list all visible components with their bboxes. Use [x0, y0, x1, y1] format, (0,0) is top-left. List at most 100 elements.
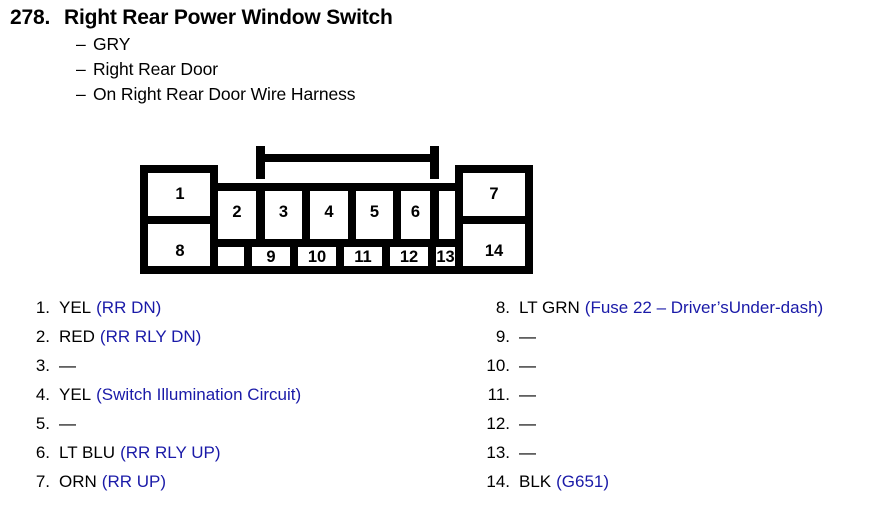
- cell-divider-12-13: [428, 239, 436, 274]
- row-divider-right: [455, 216, 533, 224]
- cell-divider-1-2: [210, 165, 218, 247]
- cell-divider-blank-9: [244, 239, 252, 274]
- pin-circuit-name: (RR DN): [96, 298, 162, 317]
- pin-list-item: 4. YEL (Switch Illumination Circuit): [16, 385, 456, 414]
- page-title: 278. Right Rear Power Window Switch: [10, 6, 710, 30]
- pin-empty-dash: —: [519, 385, 536, 404]
- pin-empty-dash: —: [59, 356, 76, 375]
- pin-list-item: 7. ORN (RR UP): [16, 472, 456, 501]
- pin-list-item: 8. LT GRN (Fuse 22 – Driver’sUnder-dash): [476, 298, 891, 327]
- cell-divider-11-12: [382, 239, 390, 274]
- pin-circuit-name: (RR RLY UP): [120, 443, 221, 462]
- pin-circuit-name: (RR UP): [101, 472, 166, 491]
- connector-pinout-diagram: 1 2 3 4 5 6 7 8 9 10 11 12 13 14: [140, 146, 533, 274]
- pin-circuit-name: (Fuse 22 – Driver’sUnder-dash): [584, 298, 824, 317]
- pin-wire-color: RED: [59, 327, 95, 346]
- entry-header: 278. Right Rear Power Window Switch –GRY…: [10, 6, 710, 105]
- pin-cell-5: 5: [369, 203, 380, 221]
- pin-empty-dash: —: [59, 414, 76, 433]
- pin-cell-1: 1: [175, 185, 185, 203]
- pin-number: 7.: [35, 472, 50, 491]
- pin-number: 12.: [486, 414, 510, 433]
- pin-number: 1.: [35, 298, 50, 317]
- pin-list-item: 5. —: [16, 414, 456, 443]
- pin-empty-dash: —: [519, 327, 536, 346]
- detail-text: Right Rear Door: [93, 59, 218, 79]
- pin-number: 6.: [35, 443, 50, 462]
- pin-empty-dash: —: [519, 356, 536, 375]
- cell-divider-8-blank: [210, 239, 218, 274]
- cell-divider-3-4: [302, 183, 310, 247]
- detail-text: On Right Rear Door Wire Harness: [93, 84, 356, 104]
- pin-list-item: 1. YEL (RR DN): [16, 298, 456, 327]
- pin-wire-color: LT BLU: [59, 443, 116, 462]
- pin-wire-color: LT GRN: [519, 298, 580, 317]
- pin-list-item: 6. LT BLU (RR RLY UP): [16, 443, 456, 472]
- entry-title: Right Rear Power Window Switch: [64, 6, 393, 29]
- detail-line-harness: –On Right Rear Door Wire Harness: [76, 84, 710, 105]
- pin-cell-7: 7: [489, 185, 499, 203]
- pin-cell-11: 11: [354, 248, 372, 266]
- pin-list-item: 3. —: [16, 356, 456, 385]
- latch-bar: [256, 154, 439, 162]
- cell-divider-6-blank: [430, 183, 439, 247]
- body-edge-top-right: [455, 165, 533, 173]
- pin-wire-color: YEL: [59, 298, 92, 317]
- pin-list-item: 13. —: [476, 443, 891, 472]
- pin-number: 8.: [495, 298, 510, 317]
- pin-number: 13.: [486, 443, 510, 462]
- pin-list-item: 14. BLK (G651): [476, 472, 891, 501]
- bullet-dash: –: [76, 84, 86, 104]
- bullet-dash: –: [76, 34, 86, 54]
- row-divider-left: [140, 216, 218, 224]
- pin-list-item: 2. RED (RR RLY DN): [16, 327, 456, 356]
- pin-list-item: 11. —: [476, 385, 891, 414]
- pin-number: 10.: [486, 356, 510, 375]
- pin-cell-2: 2: [232, 203, 242, 221]
- latch-post-left: [256, 146, 265, 179]
- latch-post-right: [430, 146, 439, 179]
- pin-list-left-column: 1. YEL (RR DN) 2. RED (RR RLY DN) 3. — 4…: [16, 298, 456, 501]
- cell-divider-4-5: [348, 183, 356, 247]
- pin-number: 3.: [35, 356, 50, 375]
- pin-list-item: 12. —: [476, 414, 891, 443]
- body-edge-top-left: [140, 165, 218, 173]
- pin-number: 9.: [495, 327, 510, 346]
- cell-divider-5-6: [393, 183, 401, 247]
- entry-number: 278.: [10, 6, 51, 29]
- bullet-dash: –: [76, 59, 86, 79]
- pin-number: 11.: [487, 385, 510, 404]
- pin-list-item: 10. —: [476, 356, 891, 385]
- pin-cell-4: 4: [324, 203, 334, 221]
- pin-cell-8: 8: [175, 242, 185, 260]
- detail-line-color: –GRY: [76, 34, 710, 55]
- pin-empty-dash: —: [519, 414, 536, 433]
- body-edge-top-middle: [210, 183, 462, 191]
- pin-empty-dash: —: [519, 443, 536, 462]
- pin-cell-3: 3: [278, 203, 289, 221]
- pin-wire-color: YEL: [59, 385, 92, 404]
- pin-number: 2.: [35, 327, 50, 346]
- pin-cell-13: 13: [436, 248, 455, 266]
- pin-list-right-column: 8. LT GRN (Fuse 22 – Driver’sUnder-dash)…: [476, 298, 891, 501]
- cell-divider-2-3: [256, 183, 265, 247]
- cell-divider-9-10: [290, 239, 298, 274]
- pin-circuit-name: (G651): [556, 472, 610, 491]
- pin-number: 4.: [35, 385, 50, 404]
- cell-divider-10-11: [336, 239, 344, 274]
- pin-cell-6: 6: [410, 203, 421, 221]
- pin-number: 5.: [35, 414, 50, 433]
- detail-text: GRY: [93, 34, 131, 54]
- pin-number: 14.: [486, 472, 510, 491]
- pin-cell-12: 12: [399, 248, 419, 266]
- cell-divider-blank-7: [455, 165, 463, 247]
- pin-circuit-name: (RR RLY DN): [99, 327, 202, 346]
- pin-circuit-name: (Switch Illumination Circuit): [96, 385, 302, 404]
- pin-cell-14: 14: [484, 242, 504, 260]
- cell-divider-13-14: [455, 239, 463, 274]
- pin-cell-9: 9: [266, 248, 276, 266]
- detail-line-location: –Right Rear Door: [76, 59, 710, 80]
- pin-cell-10: 10: [307, 248, 327, 266]
- pin-wire-color: ORN: [59, 472, 97, 491]
- pin-list-item: 9. —: [476, 327, 891, 356]
